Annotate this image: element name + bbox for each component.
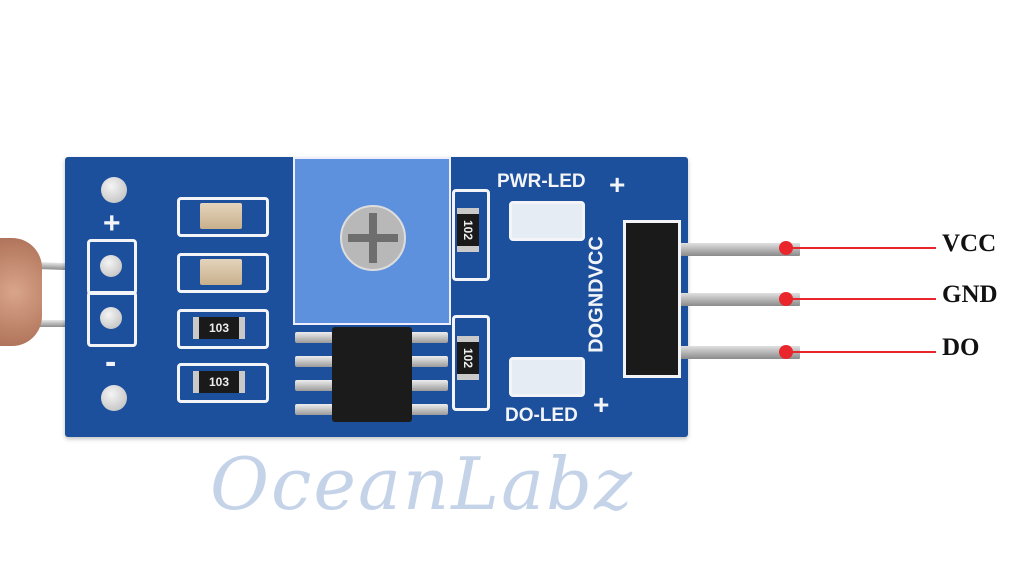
resistor-footprint bbox=[177, 309, 269, 349]
capacitor-footprint bbox=[177, 253, 269, 293]
mounting-hole bbox=[101, 177, 127, 203]
capacitor-footprint bbox=[177, 197, 269, 237]
pwr-led-label: PWR-LED bbox=[497, 171, 586, 192]
chip-pin bbox=[295, 332, 333, 343]
do-led-plus: + bbox=[593, 389, 610, 420]
do-led-label: DO-LED bbox=[505, 405, 578, 426]
do-leader-line bbox=[786, 351, 936, 353]
comparator-chip bbox=[332, 327, 412, 422]
do-leader-dot bbox=[779, 345, 793, 359]
ldr-pad bbox=[100, 255, 122, 277]
photoresistor bbox=[0, 238, 42, 346]
chip-pin bbox=[295, 356, 333, 367]
vcc-leader-line bbox=[786, 247, 936, 249]
capacitor bbox=[200, 259, 242, 285]
header-pin-gnd bbox=[660, 293, 800, 306]
minus-marking: - bbox=[105, 343, 117, 381]
mounting-hole bbox=[101, 385, 127, 411]
pwr-led-plus: + bbox=[609, 169, 626, 200]
header-pin-labels: DOGNDVCC bbox=[585, 236, 608, 353]
header-pin-do bbox=[660, 346, 800, 359]
vcc-label: VCC bbox=[942, 230, 997, 257]
gnd-leader-dot bbox=[779, 292, 793, 306]
ldr-pad bbox=[100, 307, 122, 329]
resistor-footprint bbox=[177, 363, 269, 403]
chip-pin bbox=[410, 404, 448, 415]
resistor: 103 bbox=[193, 317, 245, 339]
resistor-footprint bbox=[452, 189, 490, 281]
vcc-leader-dot bbox=[779, 241, 793, 255]
resistor: 102 bbox=[457, 336, 479, 380]
chip-pin bbox=[295, 380, 333, 391]
watermark: OceanLabz bbox=[210, 442, 635, 526]
resistor: 102 bbox=[457, 208, 479, 252]
plus-marking: + bbox=[103, 207, 121, 240]
ldr-pad-box bbox=[87, 291, 137, 347]
potentiometer-screw[interactable] bbox=[340, 205, 406, 271]
do-led bbox=[509, 357, 585, 397]
chip-pin bbox=[410, 380, 448, 391]
screw-slot bbox=[348, 234, 398, 242]
resistor: 103 bbox=[193, 371, 245, 393]
power-led bbox=[509, 201, 585, 241]
resistor-footprint bbox=[452, 315, 490, 411]
header-pin-vcc bbox=[660, 243, 800, 256]
chip-pin bbox=[410, 332, 448, 343]
chip-pin bbox=[295, 404, 333, 415]
pin-header bbox=[623, 220, 681, 378]
chip-pin bbox=[410, 356, 448, 367]
gnd-leader-line bbox=[786, 298, 936, 300]
capacitor bbox=[200, 203, 242, 229]
gnd-label: GND bbox=[942, 281, 998, 308]
do-label: DO bbox=[942, 334, 980, 361]
